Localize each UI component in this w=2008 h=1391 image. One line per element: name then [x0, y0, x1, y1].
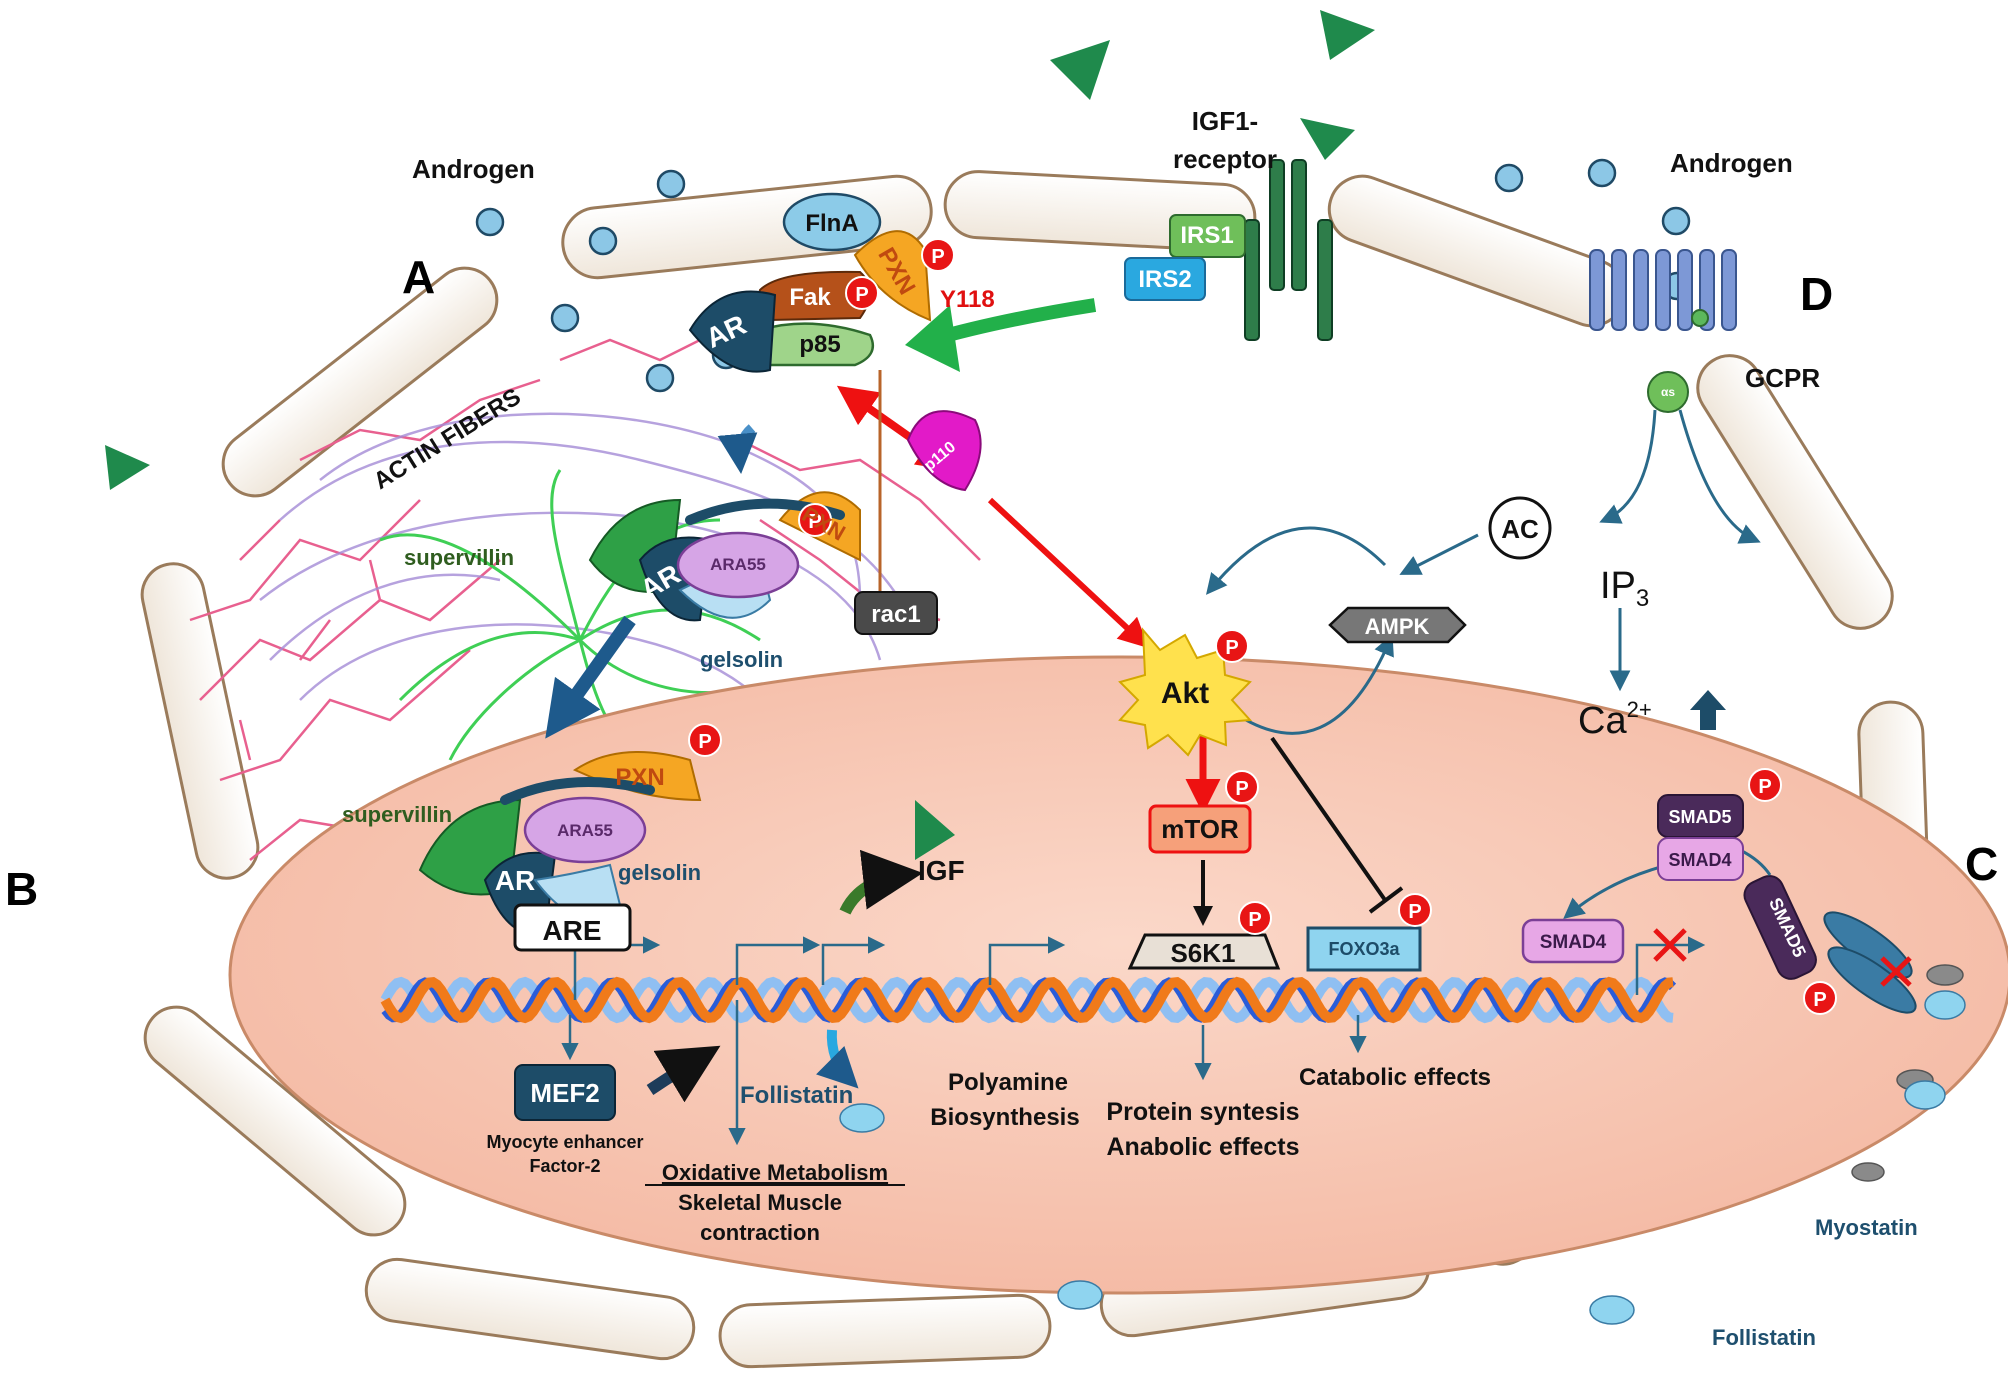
supervillin-label-top: supervillin — [404, 545, 514, 570]
svg-text:P: P — [1758, 776, 1771, 798]
panel-letter-a: A — [402, 251, 435, 303]
protein-label-1: Protein syntesis — [1106, 1098, 1299, 1126]
ampk-label: AMPK — [1365, 614, 1430, 639]
polyamine-label-2: Biosynthesis — [930, 1104, 1079, 1131]
panel-letter-d: D — [1800, 268, 1833, 320]
fak-label: Fak — [789, 284, 831, 311]
androgen-label-left: Androgen — [412, 154, 535, 184]
panel-letter-c: C — [1965, 838, 1998, 890]
panel-letter-b: B — [5, 863, 38, 915]
gelsolin-label-mid: gelsolin — [618, 860, 701, 885]
supervillin-label-mid: supervillin — [342, 802, 452, 827]
ca-increase-icon — [1690, 690, 1726, 730]
gs-label: αs — [1661, 385, 1675, 399]
are-label: ARE — [542, 915, 601, 946]
androgen-label-right: Androgen — [1670, 148, 1793, 178]
pxn-label-nuc: PXN — [615, 764, 664, 791]
complex-middle — [588, 491, 861, 622]
g-alpha-s — [1647, 371, 1689, 413]
myostatin-follistatin-blobs — [839, 964, 1966, 1325]
skeletal-label-1: Skeletal Muscle — [678, 1190, 842, 1215]
foxo3a-label: FOXO3a — [1328, 939, 1400, 959]
ara55-label-mid: ARA55 — [710, 555, 766, 574]
svg-text:P: P — [1248, 909, 1261, 931]
igf-label: IGF — [918, 855, 965, 886]
protein-label-2: Anabolic effects — [1106, 1133, 1299, 1161]
follistatin-label-nucleus: Follistatin — [740, 1082, 853, 1109]
igf-ligands — [105, 10, 1375, 860]
irs1-label: IRS1 — [1180, 222, 1233, 249]
ara55-label-nuc: ARA55 — [557, 821, 613, 840]
myostatin-label: Myostatin — [1815, 1215, 1918, 1240]
smad5-label: SMAD5 — [1668, 807, 1731, 827]
gcpr-label: GCPR — [1745, 363, 1820, 393]
myostatin-receptor — [1743, 875, 1917, 1014]
oxidative-label: Oxidative Metabolism — [662, 1160, 888, 1185]
ac-label: AC — [1501, 514, 1539, 544]
akt-label: Akt — [1161, 677, 1209, 710]
smad4-label-nucleus: SMAD4 — [1540, 932, 1607, 953]
svg-text:P: P — [1235, 778, 1248, 800]
follistatin-label-outside: Follistatin — [1712, 1325, 1816, 1350]
ar-label-nuc: AR — [495, 865, 535, 896]
ca-label: Ca2+ — [1578, 697, 1652, 742]
skeletal-label-2: contraction — [700, 1220, 820, 1245]
protein-boxes — [513, 214, 1744, 1121]
mef2-label: MEF2 — [530, 1078, 599, 1108]
dna-helix — [380, 976, 1677, 1024]
svg-text:P: P — [1813, 989, 1826, 1011]
dna-strand — [380, 976, 1674, 1024]
rac1-label: rac1 — [871, 601, 920, 628]
igf1-receptor-label-2: receptor — [1173, 144, 1277, 174]
svg-text:P: P — [855, 284, 868, 306]
y118-label: Y118 — [940, 286, 995, 313]
gelsolin-label-top: gelsolin — [700, 647, 783, 672]
myocyte-label-2: Factor-2 — [529, 1156, 600, 1176]
igf1-receptor-label-1: IGF1- — [1192, 106, 1258, 136]
annotations: A B C D Androgen Androgen IGF1- receptor… — [5, 106, 1998, 1350]
phospho-circles — [688, 238, 1837, 1015]
svg-text:P: P — [808, 511, 821, 533]
smad4-label-cyto: SMAD4 — [1668, 850, 1731, 870]
flna-label: FlnA — [805, 210, 858, 237]
myocyte-label-1: Myocyte enhancer — [486, 1132, 643, 1152]
irs2-label: IRS2 — [1138, 266, 1191, 293]
arrows — [545, 298, 1772, 1103]
complex-a — [688, 192, 932, 373]
mtor-label: mTOR — [1161, 814, 1239, 844]
catabolic-label: Catabolic effects — [1299, 1064, 1491, 1091]
ip3-label: IP3 — [1600, 565, 1649, 612]
p85-label: p85 — [799, 331, 840, 358]
s6k1-label: S6K1 — [1170, 938, 1235, 968]
complex-nuclear — [418, 751, 702, 937]
phospho-labels: P P P P P P P P P P — [698, 246, 1826, 1011]
igf1-receptor — [1244, 159, 1333, 341]
svg-text:P: P — [931, 246, 944, 268]
svg-text:P: P — [1408, 901, 1421, 923]
svg-text:P: P — [698, 731, 711, 753]
svg-text:P: P — [1225, 637, 1238, 659]
polyamine-label-1: Polyamine — [948, 1069, 1068, 1096]
gpcr-receptor — [1589, 249, 1737, 331]
nucleus — [228, 655, 2008, 1295]
